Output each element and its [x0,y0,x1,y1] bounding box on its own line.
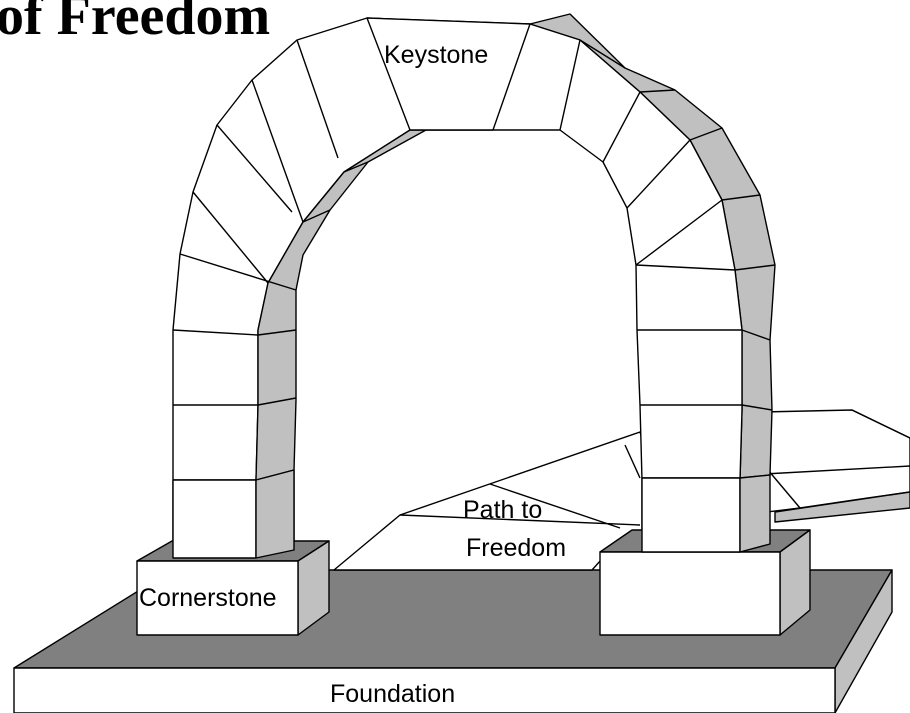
left-column-foot [173,480,256,558]
foundation-label: Foundation [330,680,455,708]
arch [173,14,775,558]
path-label-line2: Freedom [466,534,566,562]
diagram-title: of Freedom [0,0,270,47]
right-column-foot-side [740,475,770,552]
path-label-line1: Path to [463,496,542,524]
cornerstone-label: Cornerstone [139,584,277,612]
right-column-foot [642,478,740,552]
left-column-foot-side [256,470,294,558]
right-base-front [600,552,780,635]
keystone-label: Keystone [384,41,488,69]
